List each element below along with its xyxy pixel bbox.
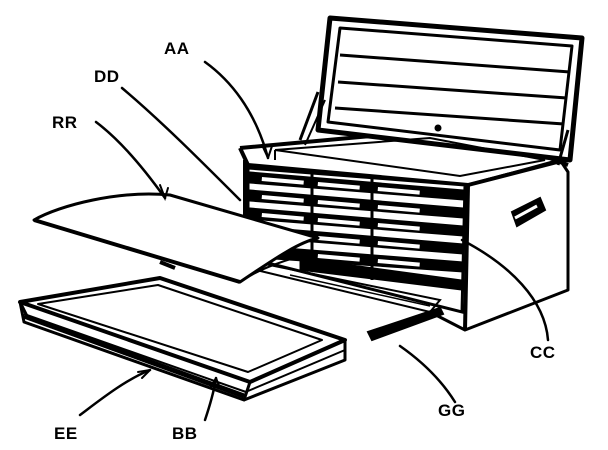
slide-shelf: [247, 261, 442, 314]
label-dd: DD: [94, 67, 120, 86]
side-handle: [510, 196, 547, 228]
drawer-liner-rr: [32, 192, 320, 284]
pulled-drawer: [18, 276, 347, 402]
label-rr: RR: [52, 113, 78, 132]
label-ee: EE: [54, 424, 78, 443]
label-gg: GG: [438, 401, 465, 420]
label-bb: BB: [172, 424, 198, 443]
chest-lid: [298, 15, 585, 166]
top-tray: [274, 136, 546, 178]
label-aa: AA: [164, 39, 190, 58]
leader-lines: [78, 60, 550, 422]
slide-rail-gg: [366, 306, 445, 342]
label-cc: CC: [530, 343, 556, 362]
